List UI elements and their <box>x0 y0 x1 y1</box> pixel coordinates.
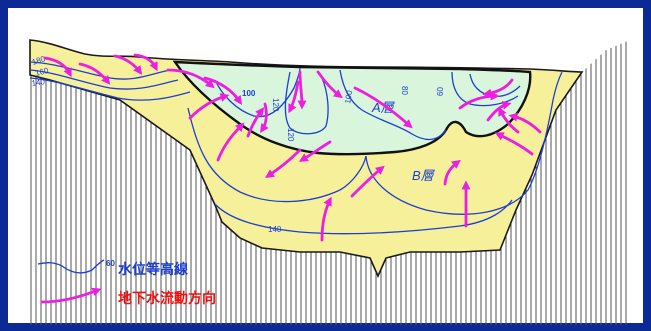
contour-label-160: 160 <box>34 66 50 78</box>
contour-label-100: 100 <box>242 89 256 98</box>
contour-label-180: 180 <box>31 54 47 67</box>
legend-contour-sample <box>37 259 105 274</box>
contour-label-60: 60 <box>436 87 445 96</box>
legend-contour-sample-value: 60 <box>106 259 115 268</box>
contour-label-140: 140 <box>31 77 46 88</box>
contour-label-120-b: 120 <box>286 128 295 142</box>
groundwater-flow-arrows <box>43 53 542 242</box>
contour-label-80: 80 <box>400 86 409 95</box>
contour-label-140-bottom: 140 <box>268 225 282 234</box>
bedrock-hatching <box>30 40 630 325</box>
contour-label-120-a: 120 <box>271 98 280 112</box>
layer-a-label: A層 <box>371 100 396 115</box>
legend-flow-label: 地下水流動方向 <box>118 291 216 307</box>
contour-label-100-b: 100 <box>343 89 354 104</box>
legend-contour-label: 水位等高線 <box>118 262 188 278</box>
layer-b-label: B層 <box>412 168 436 183</box>
legend-flow-arrow-sample <box>40 287 102 304</box>
